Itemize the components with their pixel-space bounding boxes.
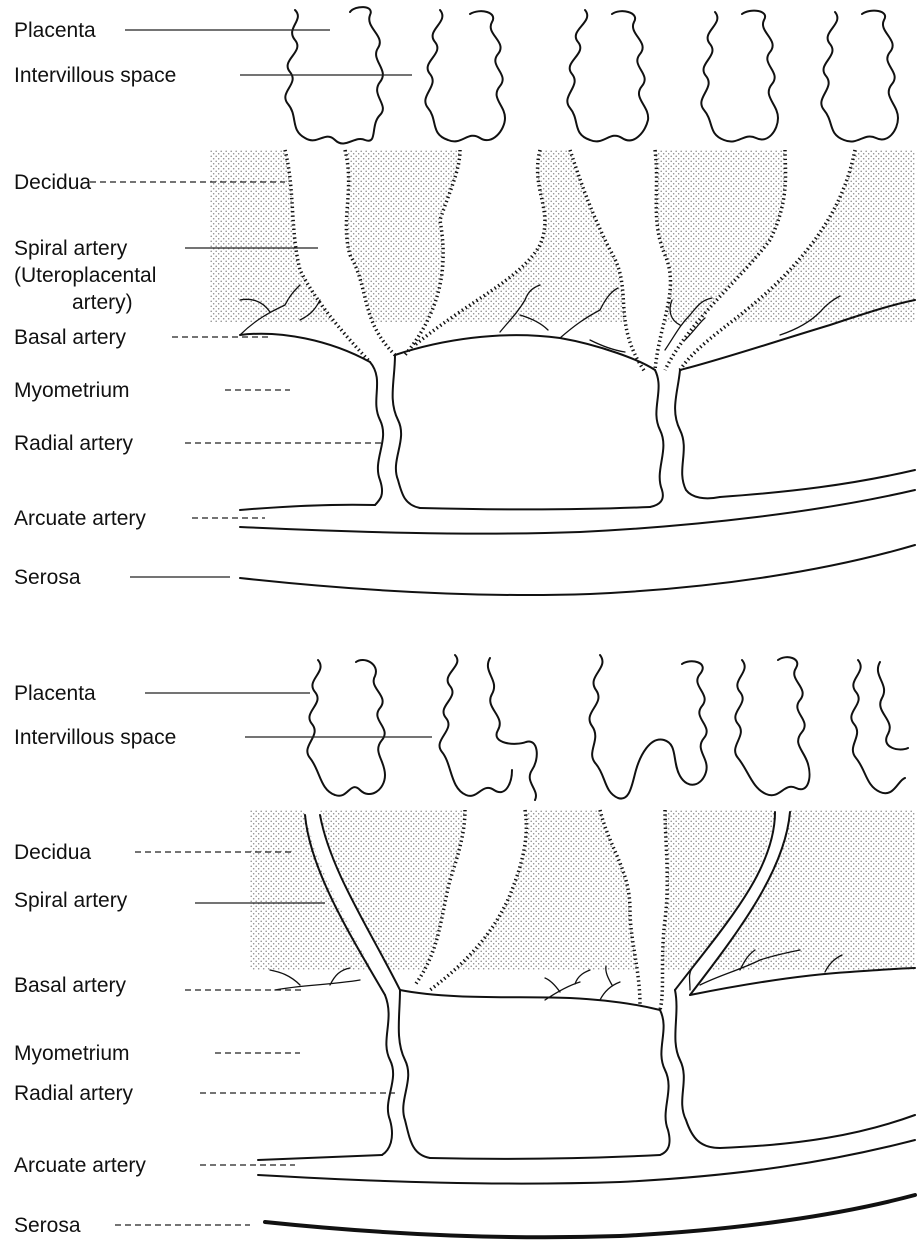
bottom-label-decidua: Decidua — [14, 841, 91, 864]
top-label-serosa: Serosa — [14, 566, 81, 589]
bottom-radial-artery-right-b — [675, 990, 720, 1148]
bottom-radial-artery-left-b — [399, 990, 430, 1158]
bottom-label-basal-artery: Basal artery — [14, 974, 127, 997]
top-vessels — [240, 285, 915, 595]
bottom-labels: Placenta Intervillous space Decidua Spir… — [14, 682, 176, 1237]
bottom-basal-artery-branch-2 — [545, 970, 590, 1000]
bottom-villus-2 — [440, 655, 537, 800]
bottom-placenta-villi — [307, 655, 908, 800]
top-villus-3 — [567, 10, 648, 141]
top-label-placenta: Placenta — [14, 19, 96, 42]
top-radial-artery-right-b — [675, 370, 720, 498]
top-label-arcuate-artery: Arcuate artery — [14, 507, 146, 530]
bottom-label-intervillous-space: Intervillous space — [14, 726, 176, 749]
top-label-basal-artery: Basal artery — [14, 326, 127, 349]
top-serosa-line — [240, 545, 915, 595]
top-arcuate-artery-upper — [240, 470, 915, 510]
bottom-villus-5 — [851, 660, 908, 793]
top-radial-artery-right-a — [650, 370, 663, 507]
bottom-label-placenta: Placenta — [14, 682, 96, 705]
top-label-myometrium: Myometrium — [14, 379, 130, 402]
bottom-villus-4 — [735, 657, 809, 795]
bottom-label-arcuate-artery: Arcuate artery — [14, 1154, 146, 1177]
bottom-label-myometrium: Myometrium — [14, 1042, 130, 1065]
top-panel: Placenta Intervillous space Decidua Spir… — [14, 7, 915, 595]
top-villus-4 — [701, 11, 778, 142]
bottom-myometrium-upper-edge — [400, 990, 660, 1010]
bottom-myometrium-right-edge — [690, 968, 915, 995]
top-label-spiral-artery: Spiral artery — [14, 237, 128, 260]
bottom-vessels — [258, 950, 915, 1237]
bottom-serosa-line — [265, 1195, 915, 1237]
bottom-arcuate-artery-lower — [258, 1140, 915, 1184]
top-villus-2 — [425, 10, 505, 141]
bottom-villus-1 — [307, 660, 385, 796]
top-arcuate-artery-lower — [240, 490, 915, 534]
top-myometrium-upper-edge — [395, 335, 655, 370]
bottom-villus-3 — [590, 655, 707, 799]
bottom-radial-artery-right-a — [660, 1010, 670, 1155]
bottom-basal-artery-branch-1 — [270, 968, 360, 990]
top-label-spiral-artery-line2: (Uteroplacental — [14, 264, 156, 287]
bottom-basal-artery-branch-3 — [600, 966, 620, 1000]
bottom-panel: Placenta Intervillous space Decidua Spir… — [14, 655, 915, 1237]
top-villus-5 — [821, 11, 898, 142]
top-label-spiral-artery-line3: artery) — [72, 291, 133, 314]
top-radial-artery-left-a — [370, 362, 383, 505]
bottom-radial-artery-left-a — [382, 995, 393, 1155]
bottom-decidua-band — [250, 810, 915, 970]
top-labels: Placenta Intervillous space Decidua Spir… — [14, 19, 176, 589]
top-label-intervillous-space: Intervillous space — [14, 64, 176, 87]
top-label-decidua: Decidua — [14, 171, 91, 194]
top-radial-artery-left-b — [393, 355, 420, 508]
top-label-radial-artery: Radial artery — [14, 432, 134, 455]
bottom-label-serosa: Serosa — [14, 1214, 81, 1237]
bottom-arcuate-artery-upper — [258, 1115, 915, 1160]
bottom-label-radial-artery: Radial artery — [14, 1082, 134, 1105]
bottom-label-spiral-artery: Spiral artery — [14, 889, 128, 912]
